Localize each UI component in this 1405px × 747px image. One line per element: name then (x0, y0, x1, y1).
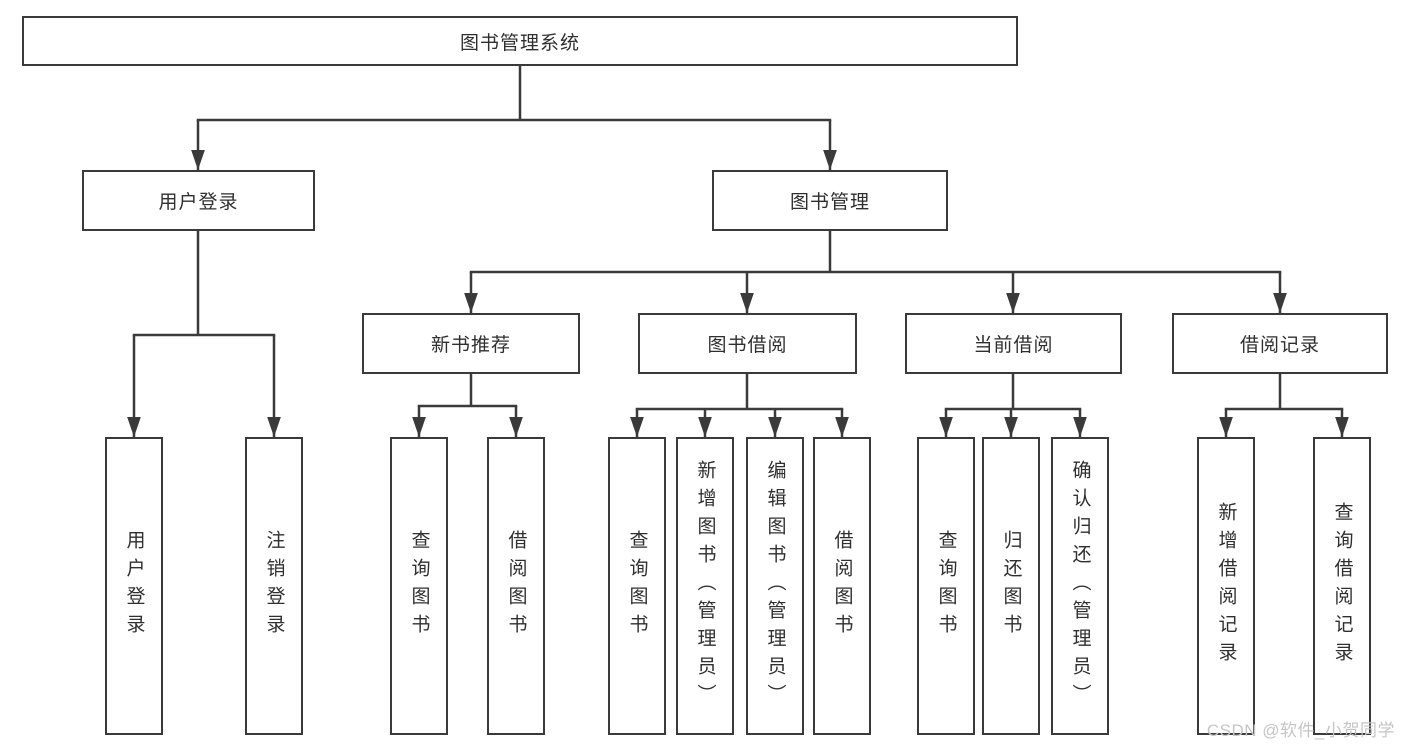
node-book-borrow: 图书借阅 (638, 313, 857, 374)
leaf-records-add-record: 新增借阅记录 (1197, 437, 1255, 735)
leaf-borrow-edit-books-admin: 编辑图书（管理员） (746, 437, 804, 735)
leaf-borrow-query-books: 查询图书 (608, 437, 666, 735)
leaf-logout-label: 注销登录 (263, 530, 285, 642)
leaf-records-add-record-label: 新增借阅记录 (1215, 502, 1237, 670)
leaf-current-return-books-label: 归还图书 (1000, 530, 1022, 642)
leaf-current-return-books: 归还图书 (982, 437, 1040, 735)
leaf-current-query-books: 查询图书 (917, 437, 975, 735)
leaf-user-login-label: 用户登录 (123, 530, 145, 642)
node-user-login-label: 用户登录 (158, 192, 239, 213)
node-current-borrow: 当前借阅 (905, 313, 1122, 374)
node-book-borrow-label: 图书借阅 (707, 335, 788, 356)
node-current-borrow-label: 当前借阅 (973, 335, 1054, 356)
node-book-manage: 图书管理 (712, 170, 948, 231)
leaf-logout: 注销登录 (245, 437, 303, 735)
node-book-manage-label: 图书管理 (789, 192, 870, 213)
csdn-watermark: CSDN @软件_小贺同学 (1206, 721, 1395, 740)
node-borrow-records-label: 借阅记录 (1239, 335, 1320, 356)
node-user-login: 用户登录 (82, 170, 315, 231)
leaf-current-confirm-return-admin: 确认归还（管理员） (1051, 437, 1109, 735)
leaf-records-query-record-label: 查询借阅记录 (1331, 502, 1353, 670)
leaf-borrow-borrow-books-label: 借阅图书 (831, 530, 853, 642)
leaf-recommend-query-books-label: 查询图书 (408, 530, 430, 642)
leaf-recommend-borrow-books: 借阅图书 (487, 437, 545, 735)
node-root-label: 图书管理系统 (459, 32, 580, 54)
leaf-borrow-add-books-admin: 新增图书（管理员） (676, 437, 734, 735)
leaf-current-confirm-return-admin-label: 确认归还（管理员） (1069, 460, 1091, 712)
leaf-borrow-borrow-books: 借阅图书 (813, 437, 871, 735)
leaf-recommend-query-books: 查询图书 (390, 437, 448, 735)
leaf-recommend-borrow-books-label: 借阅图书 (505, 530, 527, 642)
leaf-current-query-books-label: 查询图书 (935, 530, 957, 642)
leaf-borrow-query-books-label: 查询图书 (626, 530, 648, 642)
node-new-book-recommend-label: 新书推荐 (430, 335, 511, 356)
node-borrow-records: 借阅记录 (1172, 313, 1388, 374)
leaf-borrow-add-books-admin-label: 新增图书（管理员） (694, 460, 716, 712)
leaf-records-query-record: 查询借阅记录 (1313, 437, 1371, 735)
leaf-borrow-edit-books-admin-label: 编辑图书（管理员） (764, 460, 786, 712)
node-new-book-recommend: 新书推荐 (362, 313, 580, 374)
leaf-user-login: 用户登录 (105, 437, 163, 735)
node-root: 图书管理系统 (22, 16, 1018, 66)
